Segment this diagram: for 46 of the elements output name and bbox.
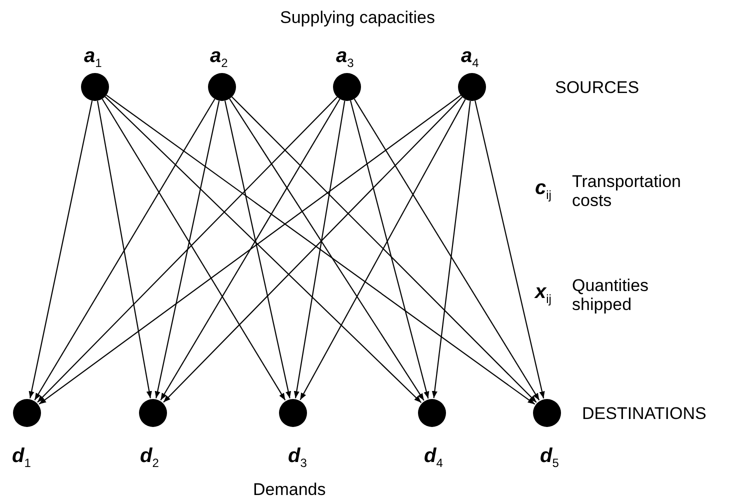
node-symbol: d$_{2}$ <box>140 446 159 469</box>
node-symbol: a$_{4}$ <box>461 46 479 69</box>
node-symbol: d$_{1}$ <box>12 446 31 469</box>
arrow <box>232 96 537 403</box>
node-symbol: a$_{2}$ <box>210 46 228 69</box>
text-label: Demands <box>253 480 326 499</box>
arrow <box>354 98 540 400</box>
destination-node <box>279 399 307 427</box>
arrow <box>154 100 220 398</box>
text-label: Quantities shipped <box>572 276 650 314</box>
node-symbol: d$_{5}$ <box>540 446 559 469</box>
node-symbol: a$_{1}$ <box>84 46 102 69</box>
text-label: SOURCES <box>555 78 640 97</box>
arrow <box>106 94 536 405</box>
arrow <box>229 98 424 401</box>
node-symbol: a$_{3}$ <box>336 46 354 69</box>
arrow <box>474 100 545 399</box>
arrow <box>104 96 422 403</box>
arrow <box>350 100 430 399</box>
text-label: DESTINATIONS <box>582 404 706 423</box>
source-node <box>208 73 236 101</box>
arrow <box>37 96 338 403</box>
arrow <box>28 100 93 398</box>
variable-symbol: x$_{ij}$ <box>535 282 552 305</box>
text-label: Supplying capacities <box>280 8 435 27</box>
source-node <box>333 73 361 101</box>
arrow <box>294 100 346 398</box>
arrow <box>38 94 462 405</box>
node-symbol: d$_{4}$ <box>424 446 443 469</box>
arrow <box>96 100 152 398</box>
arrow <box>34 98 216 400</box>
destination-node <box>533 399 561 427</box>
node-symbol: d$_{3}$ <box>288 446 307 469</box>
arrow <box>102 98 286 400</box>
variable-symbol: c$_{ij}$ <box>535 178 552 201</box>
arrow <box>300 99 466 400</box>
arrow <box>160 98 340 400</box>
arrow <box>163 96 463 403</box>
arrow <box>432 100 471 398</box>
text-label: Transportation costs <box>572 172 682 210</box>
arrow <box>224 100 292 398</box>
destination-node <box>139 399 167 427</box>
source-node <box>458 73 486 101</box>
destination-node <box>418 399 446 427</box>
destination-node <box>13 399 41 427</box>
source-node <box>81 73 109 101</box>
